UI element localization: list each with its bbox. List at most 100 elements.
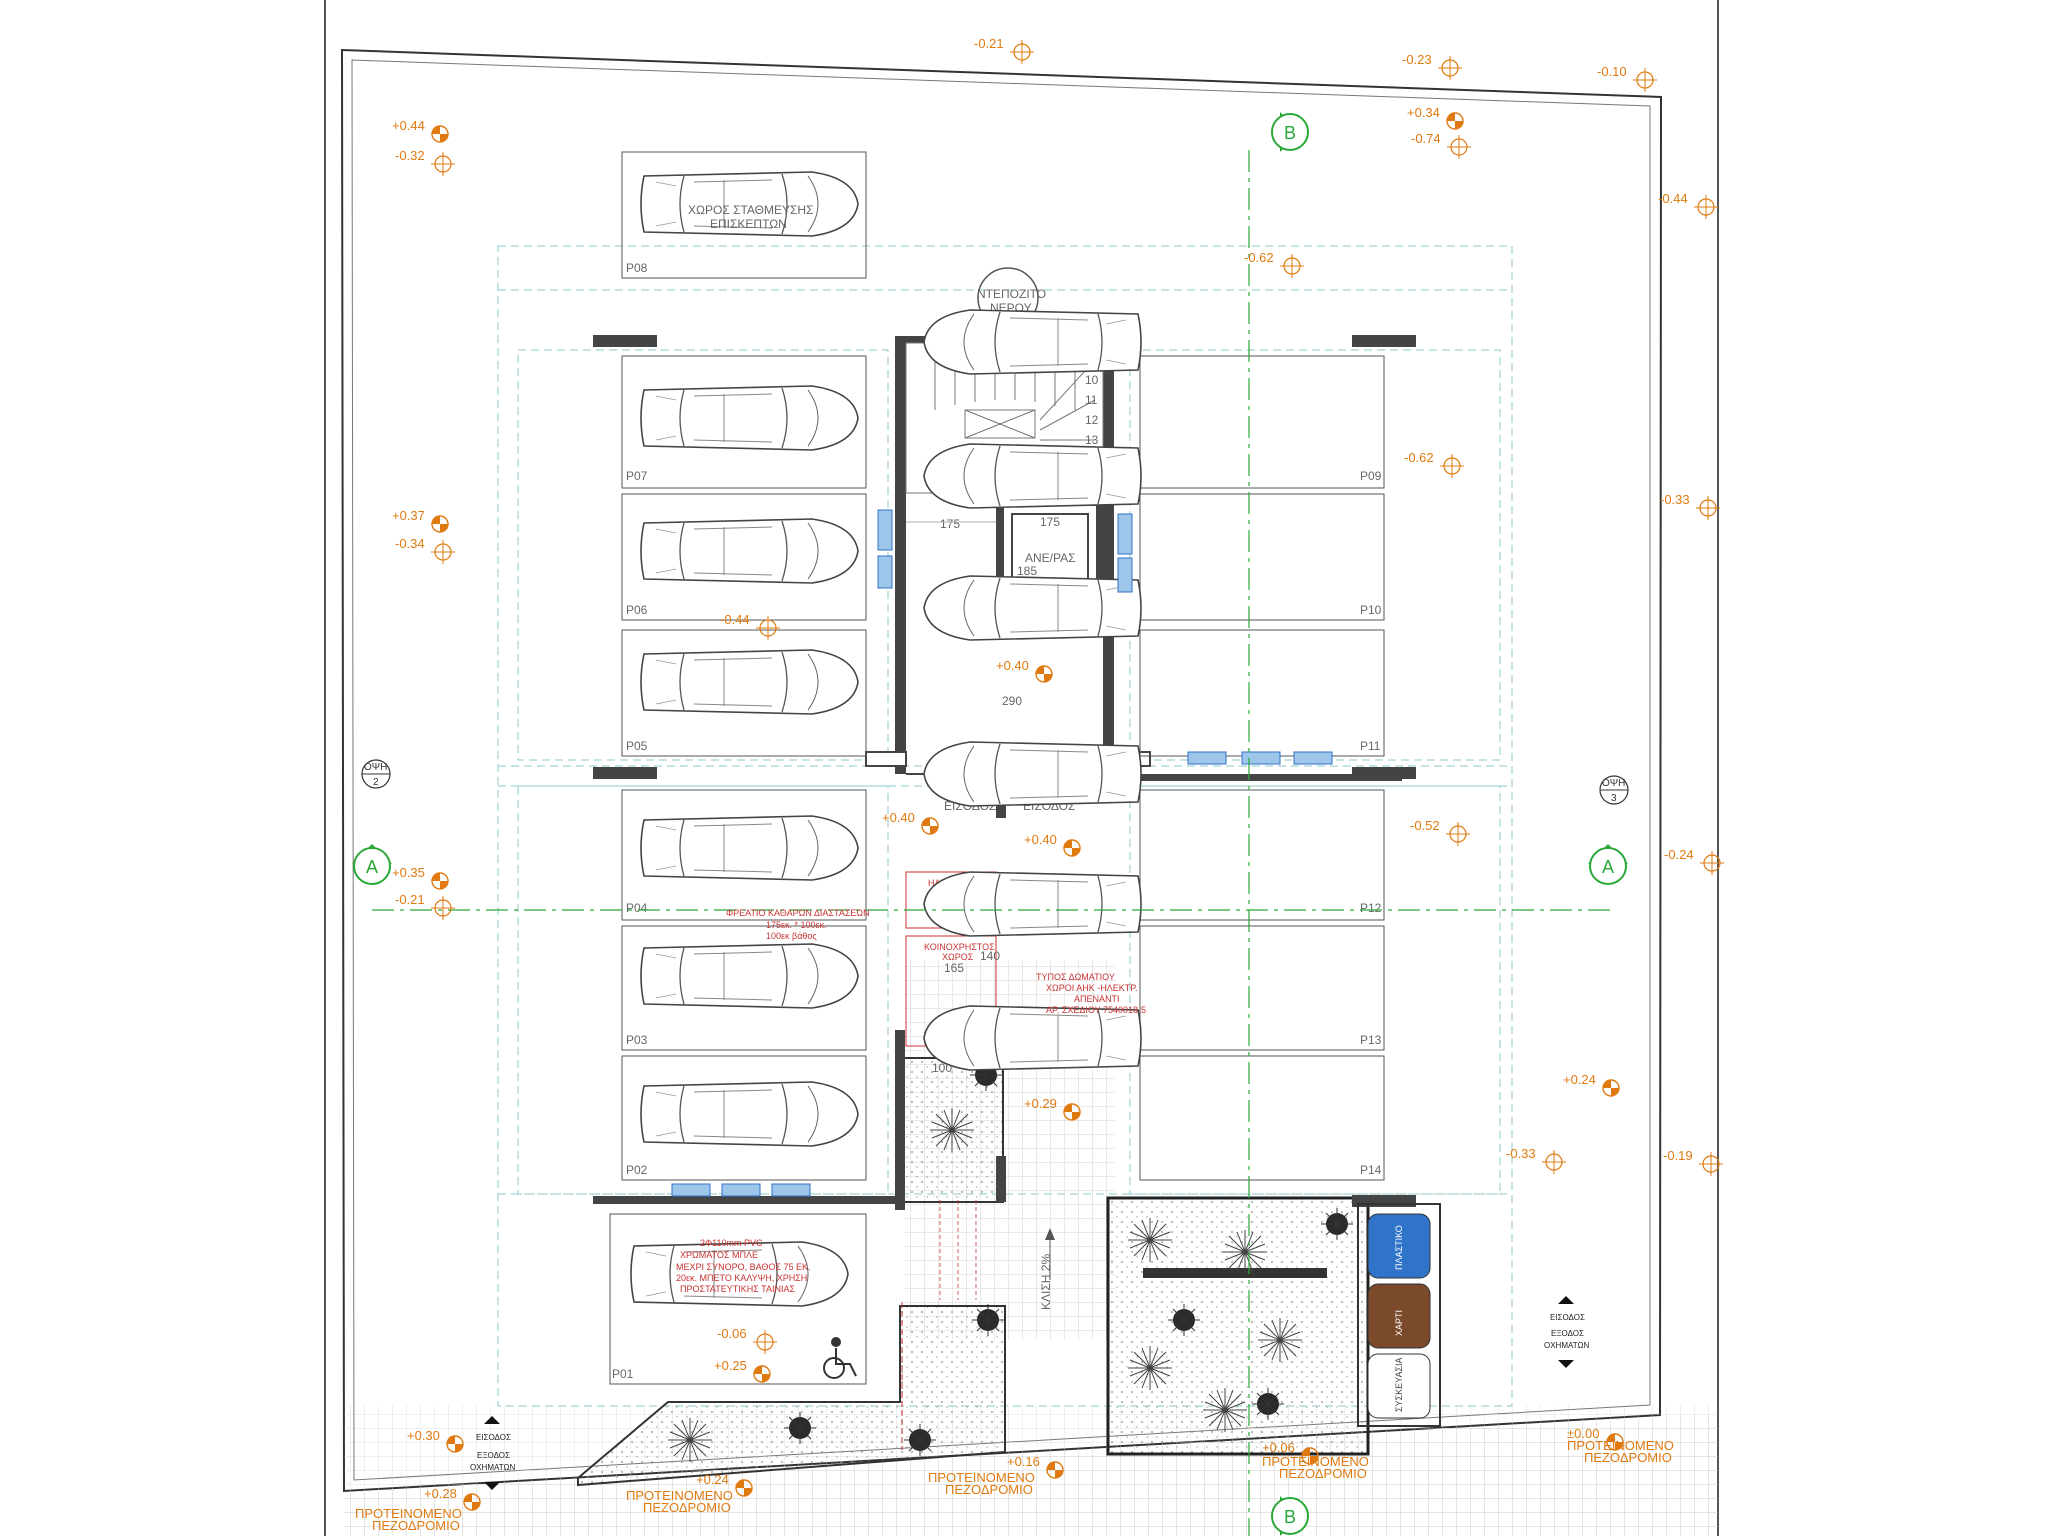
bicycle-racks bbox=[671, 509, 1333, 1197]
entrance-left-3: ΟΧΗΜΑΤΩΝ bbox=[470, 1463, 515, 1472]
elevation-point: -0.74 bbox=[1411, 131, 1472, 160]
elevation-point: +0.30 bbox=[407, 1428, 464, 1453]
entrance-right-2: ΕΞΟΔΟΣ bbox=[1551, 1329, 1584, 1338]
tank-label-1: ΝΤΕΠΟΖΙΤΟ bbox=[977, 287, 1046, 301]
bin-white: ΣΥΣΚΕΥΑΣΙΑ bbox=[1367, 1353, 1431, 1419]
spot-label: P09 bbox=[1360, 469, 1382, 483]
elev2-label-2: 2 bbox=[373, 777, 379, 788]
elevation-value: +0.30 bbox=[407, 1428, 440, 1443]
left-parking bbox=[609, 355, 867, 1385]
elevation-value: +0.40 bbox=[1024, 832, 1057, 847]
common-label-2: ΧΩΡΟΣ bbox=[942, 952, 974, 962]
vehicle-entrance-right: ΕΙΣΟΔΟΣ ΕΞΟΔΟΣ ΟΧΗΜΑΤΩΝ bbox=[1544, 1296, 1589, 1368]
room-note-3: ΑΠΕΝΑΝΤΙ bbox=[1074, 994, 1120, 1004]
spot-label: P06 bbox=[626, 603, 648, 617]
crosshair-icon bbox=[1437, 55, 1463, 81]
crosshair-icon bbox=[1445, 821, 1471, 847]
crosshair-icon bbox=[1693, 194, 1719, 220]
pipe-note-2: ΧΡΩΜΑΤΟΣ ΜΠΛΕ bbox=[680, 1250, 758, 1260]
elevation-value: +0.25 bbox=[714, 1358, 747, 1373]
elevation-point: +0.28 bbox=[424, 1486, 481, 1511]
spot-label: P11 bbox=[1360, 739, 1381, 753]
spot-label: P12 bbox=[1360, 901, 1382, 915]
elevation-point: +0.24 bbox=[696, 1472, 753, 1497]
benchmark-icon bbox=[431, 125, 449, 143]
elev3-label-1: ΟΨΗ bbox=[1602, 778, 1625, 789]
crosshair-icon bbox=[1632, 67, 1658, 93]
sidewalk-text: ΠΕΖΟΔΡΟΜΙΟ bbox=[643, 1500, 731, 1515]
entrance-left-1: ΕΙΣΟΔΟΣ bbox=[476, 1433, 511, 1442]
sidewalk-text: ΠΕΖΟΔΡΟΜΙΟ bbox=[372, 1518, 460, 1533]
elevation-point: ±0.00 bbox=[1567, 1426, 1624, 1451]
elevation-value: -0.62 bbox=[1244, 250, 1274, 265]
sidewalk-text: ΠΡΟΤΕΙΝΟΜΕΝΟ bbox=[928, 1470, 1035, 1485]
elevation-point: -0.33 bbox=[1660, 492, 1721, 521]
elevation-value: -0.33 bbox=[1506, 1146, 1536, 1161]
elevation-point: +0.16 bbox=[1007, 1454, 1064, 1479]
section-marker-a-left: A bbox=[352, 844, 392, 885]
elevation-point: -0.23 bbox=[1402, 52, 1463, 81]
spot-label: P10 bbox=[1360, 603, 1382, 617]
bin-area bbox=[1357, 1203, 1441, 1427]
entrance-right-3: ΟΧΗΜΑΤΩΝ bbox=[1544, 1341, 1589, 1350]
pipe-note: 2Φ110mm PVC ΧΡΩΜΑΤΟΣ ΜΠΛΕ ΜΕΧΡΙ ΣΥΝΟΡΟ, … bbox=[676, 1238, 810, 1294]
elev3-label-2: 3 bbox=[1611, 793, 1617, 804]
elevation-point: +0.40 bbox=[882, 810, 939, 835]
stair-num: 13 bbox=[1085, 433, 1099, 447]
spot-label: P03 bbox=[626, 1033, 648, 1047]
elevation-value: -0.32 bbox=[395, 148, 425, 163]
sidewalk-text: ΠΕΖΟΔΡΟΜΙΟ bbox=[945, 1482, 1033, 1497]
elevation-point: -0.24 bbox=[1664, 847, 1725, 876]
lift-label: ΑΝΕ/ΡΑΣ bbox=[1025, 551, 1076, 565]
elevation-point: -0.52 bbox=[1410, 818, 1471, 847]
elevation-value: -0.21 bbox=[395, 892, 425, 907]
elevation-point: -0.34 bbox=[395, 536, 456, 565]
elevation-value: +0.24 bbox=[696, 1472, 729, 1487]
elevation-point: +0.40 bbox=[1024, 832, 1081, 857]
elevation-value: +0.44 bbox=[392, 118, 425, 133]
section-marker-a-right: A bbox=[1588, 844, 1628, 885]
benchmark-icon bbox=[1602, 1079, 1620, 1097]
section-a-label: A bbox=[1602, 857, 1614, 877]
spot-label: P14 bbox=[1360, 1163, 1382, 1177]
elevation-point: +0.35 bbox=[392, 865, 449, 890]
elevation-value: -0.62 bbox=[1404, 450, 1434, 465]
elevation-point: -0.21 bbox=[395, 892, 456, 921]
dim-185: 185 bbox=[1017, 564, 1037, 578]
elevation-point: +0.34 bbox=[1407, 105, 1464, 130]
crosshair-icon bbox=[1446, 134, 1472, 160]
vehicle-entrance-left: ΕΙΣΟΔΟΣ ΕΞΟΔΟΣ ΟΧΗΜΑΤΩΝ bbox=[470, 1416, 515, 1490]
spot-label: P13 bbox=[1360, 1033, 1382, 1047]
elevation-point: -0.10 bbox=[1597, 64, 1658, 93]
manhole-note: ΦΡΕΑΤΙΟ ΚΑΘΑΡΩΝ ΔΙΑΣΤΑΣΕΩΝ 175εκ. * 100ε… bbox=[726, 908, 870, 941]
sidewalk-text: ΠΕΖΟΔΡΟΜΙΟ bbox=[1584, 1450, 1672, 1465]
property-boundary bbox=[324, 0, 1719, 1536]
section-a-label: A bbox=[366, 857, 378, 877]
spot-label: P07 bbox=[626, 469, 648, 483]
stair-num: 11 bbox=[1085, 393, 1098, 407]
dim-140: 140 bbox=[980, 949, 1000, 963]
elevation-point: +0.37 bbox=[392, 508, 449, 533]
elevation-value: +0.34 bbox=[1407, 105, 1440, 120]
visitor-label-1: ΧΩΡΟΣ ΣΤΑΘΜΕΥΣΗΣ bbox=[688, 203, 814, 217]
pipe-note-4: 20εκ. ΜΠΕΤΟ ΚΑΛΥΨΗ, ΧΡΗΣΗ bbox=[676, 1273, 807, 1283]
spot-label: P02 bbox=[626, 1163, 648, 1177]
elevation-point: +0.40 bbox=[996, 658, 1053, 683]
benchmark-icon bbox=[1035, 665, 1053, 683]
elevation-point: +0.24 bbox=[1563, 1072, 1620, 1097]
spot-label: P04 bbox=[626, 901, 648, 915]
elevation-point: -0.32 bbox=[395, 148, 456, 177]
elevation-point: -0.19 bbox=[1663, 1148, 1724, 1177]
elevation-point: +0.44 bbox=[392, 118, 449, 143]
elevation-point: -0.33 bbox=[1506, 1146, 1567, 1175]
spot-label: P05 bbox=[626, 739, 648, 753]
visitor-parking bbox=[621, 151, 867, 279]
section-lines bbox=[372, 150, 1612, 1536]
elevation-point: -0.44 bbox=[720, 612, 781, 641]
elevation-value: ±0.00 bbox=[1567, 1426, 1599, 1441]
elevation-value: -0.33 bbox=[1660, 492, 1690, 507]
elevation-value: +0.24 bbox=[1563, 1072, 1596, 1087]
dim-175-core: 175 bbox=[940, 517, 960, 531]
bin-brown-label: ΧΑΡΤΙ bbox=[1394, 1310, 1404, 1336]
elevation-value: +0.40 bbox=[996, 658, 1029, 673]
